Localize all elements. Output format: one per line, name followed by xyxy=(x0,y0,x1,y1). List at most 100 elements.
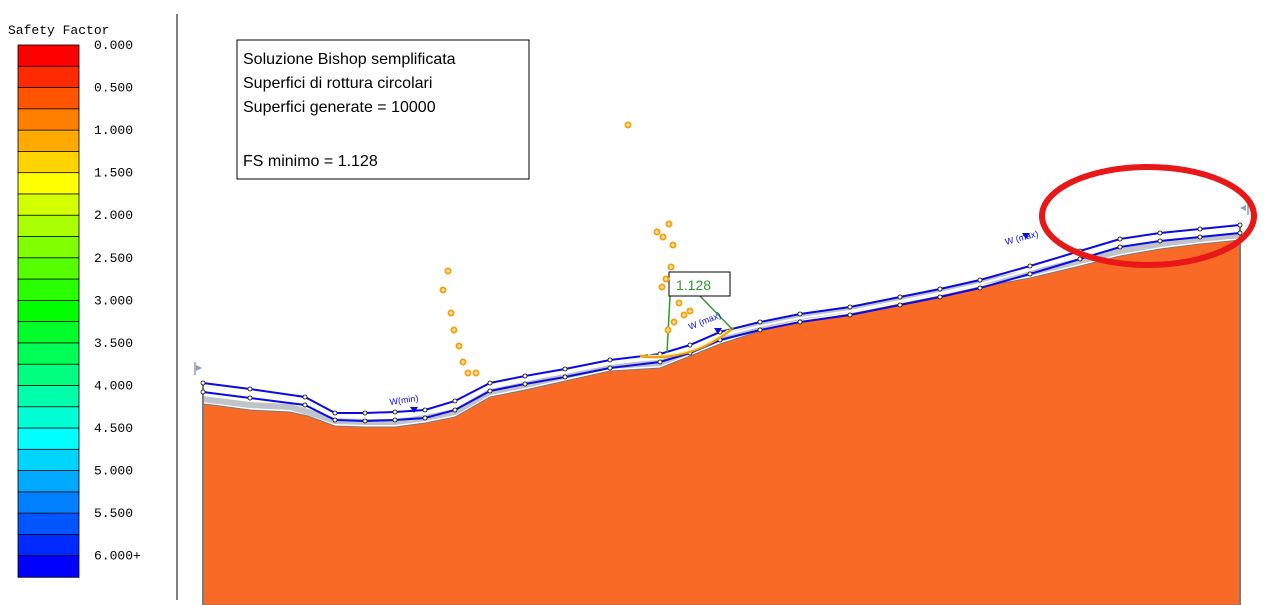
vertex-node xyxy=(1077,256,1083,262)
vertex-node xyxy=(607,365,613,371)
water-triangle-icon xyxy=(410,407,418,413)
vertex-node xyxy=(797,311,803,317)
vertex-node xyxy=(200,380,206,386)
legend-label: 4.500 xyxy=(94,421,133,436)
slip-radius-right xyxy=(699,295,734,331)
vertex-node xyxy=(302,402,308,408)
legend-swatch xyxy=(17,257,80,280)
legend-swatch xyxy=(17,236,80,259)
legend-swatch xyxy=(17,363,80,387)
critical-fs-label: 1.128 xyxy=(676,277,711,293)
vertex-node xyxy=(362,410,368,416)
slope-model xyxy=(194,202,1249,605)
legend-swatch xyxy=(17,65,80,89)
vertex-node xyxy=(607,357,613,363)
vertex-node xyxy=(362,418,368,424)
legend-swatch xyxy=(17,44,80,67)
vertex-node xyxy=(392,409,398,415)
legend-title: Safety Factor xyxy=(8,23,109,38)
legend-swatch xyxy=(17,448,80,472)
vertex-node xyxy=(977,285,983,291)
slip-centre-point xyxy=(444,267,452,275)
legend-swatch xyxy=(17,172,80,195)
slip-centre-point xyxy=(447,309,455,317)
legend-label: 2.500 xyxy=(94,251,133,266)
legend-swatch xyxy=(17,491,80,514)
vertex-node xyxy=(977,277,983,283)
info-box-frame xyxy=(236,39,530,180)
legend-label: 1.500 xyxy=(94,166,133,181)
slip-centre-point xyxy=(624,121,632,129)
slip-radius-left xyxy=(666,295,671,354)
vertex-node xyxy=(1197,226,1203,232)
slip-centre-point xyxy=(459,358,467,366)
slip-centre-point xyxy=(670,318,678,326)
vertex-node xyxy=(247,386,253,392)
vertex-node xyxy=(522,381,528,387)
slip-centre-point xyxy=(450,326,458,334)
slip-centre-point xyxy=(675,299,683,307)
water-triangle-icon xyxy=(714,328,722,334)
vertex-node xyxy=(522,373,528,379)
slip-centre-point xyxy=(667,263,675,271)
vertex-node xyxy=(487,380,493,386)
vertex-node xyxy=(847,312,853,318)
slip-centre-point xyxy=(439,286,447,294)
legend-label: 6.000+ xyxy=(94,549,141,564)
vertex-node xyxy=(1237,230,1243,236)
info-min-fs: FS minimo = 1.128 xyxy=(243,153,378,170)
legend-label: 3.000 xyxy=(94,293,133,308)
vertex-node xyxy=(897,302,903,308)
legend-label: 3.500 xyxy=(94,336,133,351)
legend-swatch xyxy=(17,129,80,153)
slip-centre-point xyxy=(664,326,672,334)
critical-slip-surface: 1.128 xyxy=(639,271,734,359)
legend-labels: 0.0000.5001.0001.5002.0002.5003.0003.500… xyxy=(94,38,141,564)
geometry-vertices xyxy=(200,222,1243,424)
vertex-node xyxy=(422,407,428,413)
water-label-min: W(min) xyxy=(389,393,419,407)
water-table-gap xyxy=(202,228,1241,418)
legend-swatch xyxy=(17,555,80,578)
vertex-node xyxy=(937,286,943,292)
water-marker-max-right: W (max) xyxy=(1004,228,1039,246)
vertex-node xyxy=(247,395,253,401)
legend-swatch xyxy=(17,108,80,131)
vertex-node xyxy=(452,398,458,404)
water-marker-min: W(min) xyxy=(389,393,419,413)
slip-centre-point xyxy=(658,283,666,291)
legend-label: 0.000 xyxy=(94,38,133,53)
legend-swatch xyxy=(17,299,80,323)
slip-arc xyxy=(639,326,734,359)
vertex-node xyxy=(487,388,493,394)
info-surface-type: Superfici di rottura circolari xyxy=(243,75,432,92)
water-label-max-right: W (max) xyxy=(1004,228,1039,246)
legend-label: 4.000 xyxy=(94,379,133,394)
vertex-node xyxy=(1027,263,1033,269)
legend-label: 5.000 xyxy=(94,464,133,479)
legend-swatch xyxy=(17,534,80,557)
highlight-ellipse xyxy=(1039,164,1257,268)
legend-swatch xyxy=(17,214,80,238)
vertex-node xyxy=(797,319,803,325)
legend-label: 5.500 xyxy=(94,506,133,521)
soil-body xyxy=(202,239,1241,605)
slip-centre-point xyxy=(464,369,472,377)
legend-swatch xyxy=(17,470,80,493)
vertex-node xyxy=(562,366,568,372)
critical-fs-box xyxy=(668,271,731,297)
legend-label: 2.000 xyxy=(94,208,133,223)
slip-centre-point xyxy=(455,342,463,350)
vertex-node xyxy=(332,410,338,416)
vertex-node xyxy=(847,304,853,310)
slip-centre-point xyxy=(472,369,480,377)
vertex-node xyxy=(1117,236,1123,242)
vertex-node xyxy=(452,407,458,413)
legend-swatch xyxy=(17,150,80,174)
legend-swatch xyxy=(17,87,80,110)
slip-centre-point xyxy=(665,220,673,228)
vertex-node xyxy=(1157,230,1163,236)
vertex-node xyxy=(1117,244,1123,250)
legend-swatch xyxy=(17,321,80,344)
vertex-node xyxy=(302,394,308,400)
